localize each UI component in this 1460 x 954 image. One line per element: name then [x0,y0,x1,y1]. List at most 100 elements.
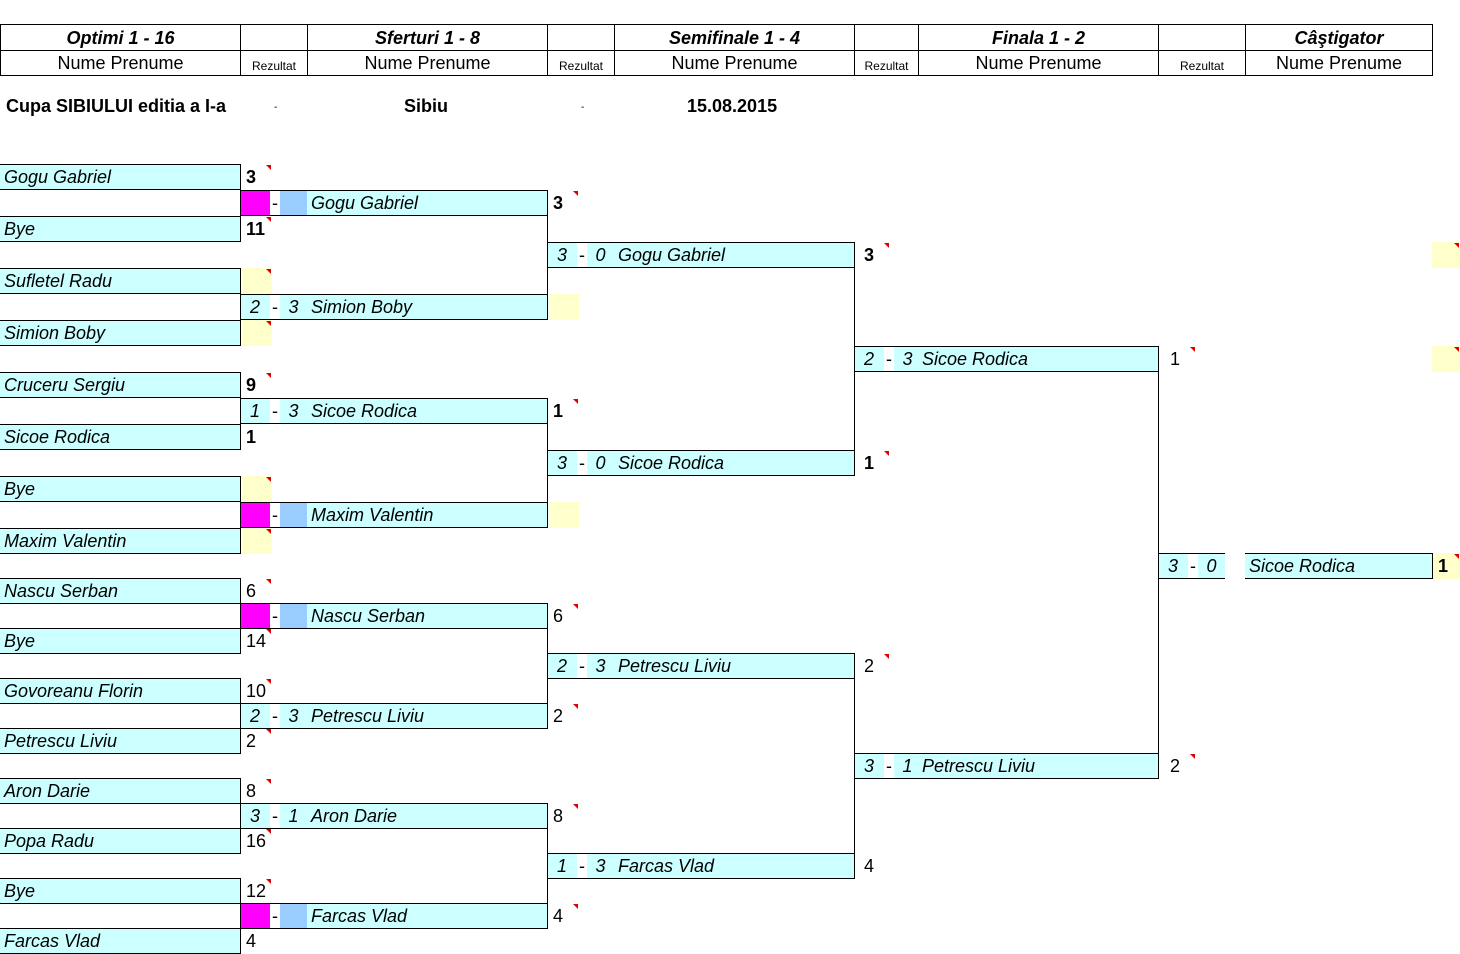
seed-number[interactable]: 2 [242,728,272,754]
seed-number[interactable]: 1 [246,426,257,447]
score-second[interactable]: 0 [587,243,614,267]
player-name[interactable]: Farcas Vlad [614,853,855,879]
seed-number[interactable]: 8 [242,778,272,804]
player-name[interactable]: Sicoe Rodica [1245,553,1433,579]
seed-number[interactable]: 4 [549,903,579,929]
score-first[interactable] [240,503,270,527]
seed-number[interactable]: 4 [246,930,257,951]
player-name[interactable]: Petrescu Liviu [0,728,241,754]
score-first[interactable]: 2 [854,347,884,371]
score-second[interactable] [280,503,307,527]
player-name[interactable]: Sicoe Rodica [614,450,855,476]
seed-number[interactable] [242,476,272,502]
seed-number[interactable]: 2 [860,653,890,679]
player-name[interactable]: Govoreanu Florin [0,678,241,704]
player-name[interactable]: Bye [0,216,241,242]
score-second[interactable]: 1 [280,804,307,828]
seed-number[interactable]: 16 [242,828,272,854]
score-first[interactable]: 3 [854,754,884,778]
player-name[interactable]: Maxim Valentin [307,502,548,528]
seed-number[interactable]: 1 [1166,346,1196,372]
score-second[interactable]: 3 [280,295,307,319]
seed-number[interactable]: 9 [242,372,272,398]
player-name[interactable]: Bye [0,878,241,904]
score-second[interactable]: 3 [587,654,614,678]
score-second[interactable]: 3 [587,854,614,878]
player-name[interactable]: Gogu Gabriel [307,190,548,216]
score-first[interactable]: 1 [547,854,577,878]
score-second[interactable]: 1 [894,754,921,778]
seed-number[interactable]: 6 [549,603,579,629]
player-name[interactable]: Bye [0,628,241,654]
score-first[interactable]: 2 [240,295,270,319]
bracket-line [547,629,548,703]
seed-number[interactable]: 12 [242,878,272,904]
seed-number[interactable]: 11 [242,216,272,242]
player-name[interactable]: Sicoe Rodica [0,424,241,450]
seed-number[interactable]: 1 [1434,553,1460,579]
player-name[interactable]: Petrescu Liviu [918,753,1159,779]
player-name[interactable]: Nascu Serban [0,578,241,604]
score-first[interactable]: 3 [240,804,270,828]
player-name[interactable]: Cruceru Sergiu [0,372,241,398]
player-name[interactable]: Simion Boby [0,320,241,346]
round-header-round16: Optimi 1 - 16 [66,27,175,48]
bracket-line [0,728,241,729]
seed-number[interactable] [549,294,579,320]
player-name[interactable]: Simion Boby [307,294,548,320]
player-name[interactable]: Sicoe Rodica [307,398,548,424]
bracket-line [307,803,548,804]
seed-number[interactable]: 3 [860,242,890,268]
score-first[interactable] [240,604,270,628]
player-name[interactable]: Petrescu Liviu [307,703,548,729]
bracket-line [240,728,241,754]
seed-number[interactable]: 8 [549,803,579,829]
seed-number[interactable]: 14 [242,628,272,654]
score-second[interactable]: 0 [587,451,614,475]
score-second[interactable]: 0 [1198,554,1225,578]
bracket-line [240,502,241,528]
score-second[interactable]: 3 [894,347,921,371]
seed-number[interactable]: 4 [864,855,875,876]
score-second[interactable]: 3 [280,399,307,423]
player-name[interactable]: Popa Radu [0,828,241,854]
player-name[interactable]: Farcas Vlad [307,903,548,929]
score-first[interactable]: 2 [240,704,270,728]
score-second[interactable]: 3 [280,704,307,728]
score-first[interactable] [240,904,270,928]
seed-number[interactable] [242,320,272,346]
seed-number[interactable]: 3 [242,164,272,190]
player-name[interactable]: Sicoe Rodica [918,346,1159,372]
player-name[interactable]: Sufletel Radu [0,268,241,294]
seed-number[interactable] [549,502,579,528]
player-name[interactable]: Petrescu Liviu [614,653,855,679]
seed-number[interactable] [242,268,272,294]
player-name[interactable]: Bye [0,476,241,502]
seed-number[interactable] [242,528,272,554]
seed-number[interactable]: 1 [860,450,890,476]
score-first[interactable]: 2 [547,654,577,678]
player-name[interactable]: Nascu Serban [307,603,548,629]
score-second[interactable] [280,604,307,628]
seed-number[interactable]: 1 [549,398,579,424]
score-first[interactable]: 3 [547,451,577,475]
seed-number[interactable]: 6 [242,578,272,604]
player-name[interactable]: Aron Darie [307,803,548,829]
header-cell [547,24,615,51]
score-first[interactable]: 3 [1158,554,1188,578]
seed-number[interactable]: 3 [549,190,579,216]
player-name[interactable]: Farcas Vlad [0,928,241,954]
score-second[interactable] [280,191,307,215]
score-first[interactable]: 1 [240,399,270,423]
score-second[interactable] [280,904,307,928]
seed-number[interactable]: 10 [242,678,272,704]
player-name[interactable]: Gogu Gabriel [0,164,241,190]
score-first[interactable]: 3 [547,243,577,267]
player-name[interactable]: Gogu Gabriel [614,242,855,268]
seed-number[interactable]: 2 [549,703,579,729]
seed-number[interactable]: 2 [1166,753,1196,779]
score-first[interactable] [240,191,270,215]
bracket-line [240,398,241,424]
player-name[interactable]: Maxim Valentin [0,528,241,554]
player-name[interactable]: Aron Darie [0,778,241,804]
